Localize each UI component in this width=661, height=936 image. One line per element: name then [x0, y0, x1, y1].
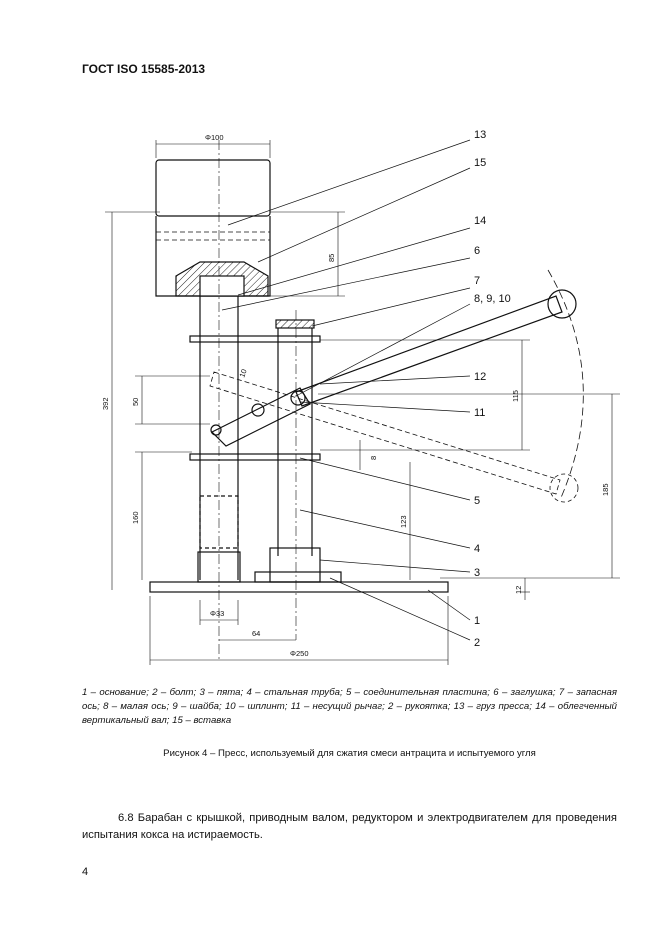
callout-4: 4: [474, 543, 480, 555]
callout-13: 13: [474, 129, 486, 141]
callout-6: 6: [474, 245, 480, 257]
dim-392: 392: [101, 397, 110, 410]
figure-legend: 1 – основание; 2 – болт; 3 – пята; 4 – с…: [82, 687, 618, 726]
dim-64: 64: [252, 629, 260, 638]
plug-hatched: [275, 319, 315, 329]
callout-1: 1: [474, 615, 480, 627]
dim-d100: Φ100: [205, 133, 224, 142]
page-number: 4: [82, 866, 89, 878]
callout-12: 12: [474, 371, 486, 383]
base-plate: [149, 581, 449, 593]
section-paragraph: 6.8 Барабан с крышкой, приводным валом, …: [82, 812, 617, 841]
callout-8-9-10: 8, 9, 10: [474, 293, 511, 305]
callout-14: 14: [474, 215, 486, 227]
dim-160: 160: [131, 511, 140, 524]
dim-50: 50: [131, 398, 140, 406]
press-weight: [155, 159, 271, 217]
dim-85: 85: [327, 254, 336, 262]
callout-15: 15: [474, 157, 486, 169]
dim-115: 115: [511, 390, 520, 402]
dim-d33: Φ33: [210, 609, 224, 618]
dim-185: 185: [601, 483, 610, 496]
callout-11: 11: [474, 407, 485, 419]
dim-12: 12: [514, 586, 523, 594]
dim-8: 8: [369, 456, 378, 460]
angle-10: 10: [237, 368, 248, 379]
callout-7: 7: [474, 275, 480, 287]
callout-2: 2: [474, 637, 480, 649]
dim-d250: Φ250: [290, 649, 309, 658]
figure-caption: Рисунок 4 – Пресс, используемый для сжат…: [163, 748, 536, 759]
callout-3: 3: [474, 567, 480, 579]
dim-123: 123: [399, 515, 408, 528]
document-header: ГОСТ ISO 15585-2013: [82, 62, 206, 76]
callout-5: 5: [474, 495, 480, 507]
